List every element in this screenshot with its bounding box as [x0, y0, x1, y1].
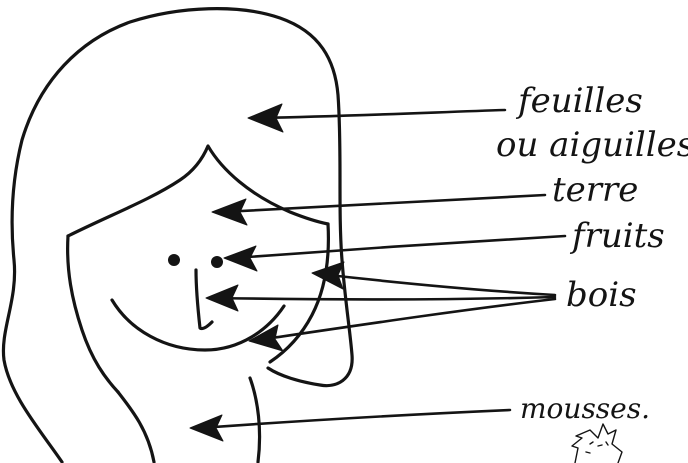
neck-left — [118, 392, 154, 462]
face-outline — [68, 146, 328, 236]
neck-right — [250, 378, 260, 462]
label-fruits: fruits — [569, 216, 665, 256]
arrow-fruits-head — [224, 246, 257, 271]
hair-outline — [3, 9, 352, 462]
label-moss: mousses. — [520, 392, 650, 425]
left-eye — [168, 254, 180, 266]
tree-sketch-detail — [586, 442, 608, 453]
label-leaves-line2: ou aiguilles — [496, 125, 688, 165]
left-jaw — [68, 236, 118, 392]
arrow-moss — [200, 410, 510, 428]
label-leaves: feuilles — [515, 81, 643, 121]
arrow-wood-hair — [320, 274, 555, 295]
right-jaw — [270, 224, 328, 362]
small-tree-sketch — [572, 424, 622, 463]
arrow-fruits — [234, 236, 565, 258]
right-eye — [211, 256, 223, 268]
labels: feuilles ou aiguilles terre fruits bois … — [496, 81, 688, 425]
arrow-wood-nose — [216, 297, 555, 299]
arrow-wood-smile — [258, 299, 555, 340]
face-drawing — [3, 9, 352, 462]
label-soil: terre — [552, 170, 638, 210]
tree-sketch-outline — [572, 424, 622, 463]
arrow-leaves — [258, 110, 505, 118]
label-wood: bois — [566, 275, 637, 315]
